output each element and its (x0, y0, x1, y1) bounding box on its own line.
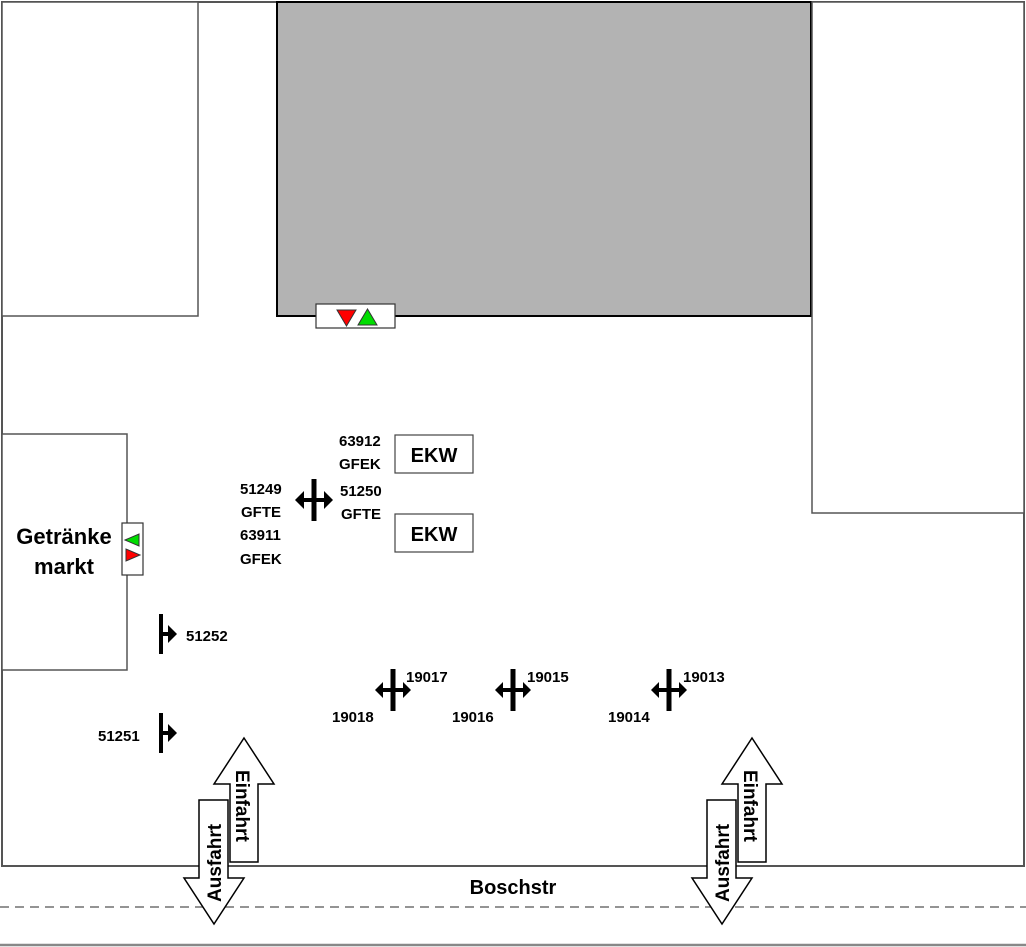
svg-text:Einfahrt: Einfahrt (231, 770, 252, 842)
label-63912: 63912 (339, 433, 381, 450)
building-main (276, 1, 812, 317)
label-gfek-bottom: GFEK (240, 551, 282, 568)
svg-text:19018: 19018 (332, 709, 374, 726)
svg-text:Ausfahrt: Ausfahrt (713, 823, 734, 902)
building-getraenkemarkt (1, 433, 128, 671)
lane-gate-2: 19015 19016 (452, 669, 569, 726)
ekw-box-bottom: EKW (394, 513, 474, 553)
gate-single-arrow-icon (159, 713, 177, 753)
building-right (811, 1, 1025, 514)
gate-double-arrow-icon (375, 669, 411, 711)
svg-text:19013: 19013 (683, 669, 725, 686)
label-63911: 63911 (240, 527, 281, 544)
svg-text:Einfahrt: Einfahrt (739, 770, 760, 842)
store-label-line1: Getränke (16, 524, 111, 549)
gate-single-arrow-icon (159, 614, 177, 654)
exit-triangle-icon (336, 309, 357, 327)
street-name: Boschstr (470, 877, 557, 899)
label-51249: 51249 (240, 481, 282, 498)
ausfahrt-arrow-icon: Ausfahrt (182, 799, 246, 926)
gate-double-arrow-icon (295, 479, 333, 521)
svg-text:EKW: EKW (411, 524, 458, 546)
store-label-line2: markt (34, 554, 95, 579)
svg-text:19017: 19017 (406, 669, 448, 686)
label-51252: 51252 (186, 628, 228, 645)
ekw-box-top: EKW (394, 434, 474, 474)
exit-triangle-icon (125, 548, 142, 562)
label-51250: 51250 (340, 483, 382, 500)
svg-text:19014: 19014 (608, 709, 650, 726)
svg-text:EKW: EKW (411, 445, 458, 467)
building-top-left (1, 1, 199, 317)
svg-text:Ausfahrt: Ausfahrt (205, 823, 226, 902)
entry-triangle-icon (123, 533, 140, 547)
einfahrt-arrow-icon: Einfahrt (212, 736, 276, 863)
label-51251: 51251 (98, 728, 140, 745)
gate-double-arrow-icon (651, 669, 687, 711)
ausfahrt-arrow-icon: Ausfahrt (690, 799, 754, 926)
entry-triangle-icon (357, 308, 378, 326)
entrance-left: Einfahrt Ausfahrt (182, 736, 276, 926)
lane-gate-1: 19017 19018 (332, 669, 448, 726)
einfahrt-arrow-icon: Einfahrt (720, 736, 784, 863)
entrance-right: Einfahrt Ausfahrt (690, 736, 784, 926)
label-gfte-left: GFTE (241, 504, 281, 521)
svg-text:19016: 19016 (452, 709, 494, 726)
label-gfte-right: GFTE (341, 506, 381, 523)
svg-text:19015: 19015 (527, 669, 569, 686)
main-entrance-sign (315, 303, 396, 329)
store-entrance-sign (121, 522, 144, 576)
lane-gate-3: 19013 19014 (608, 669, 725, 726)
gate-double-arrow-icon (495, 669, 531, 711)
label-gfek-top: GFEK (339, 456, 381, 473)
